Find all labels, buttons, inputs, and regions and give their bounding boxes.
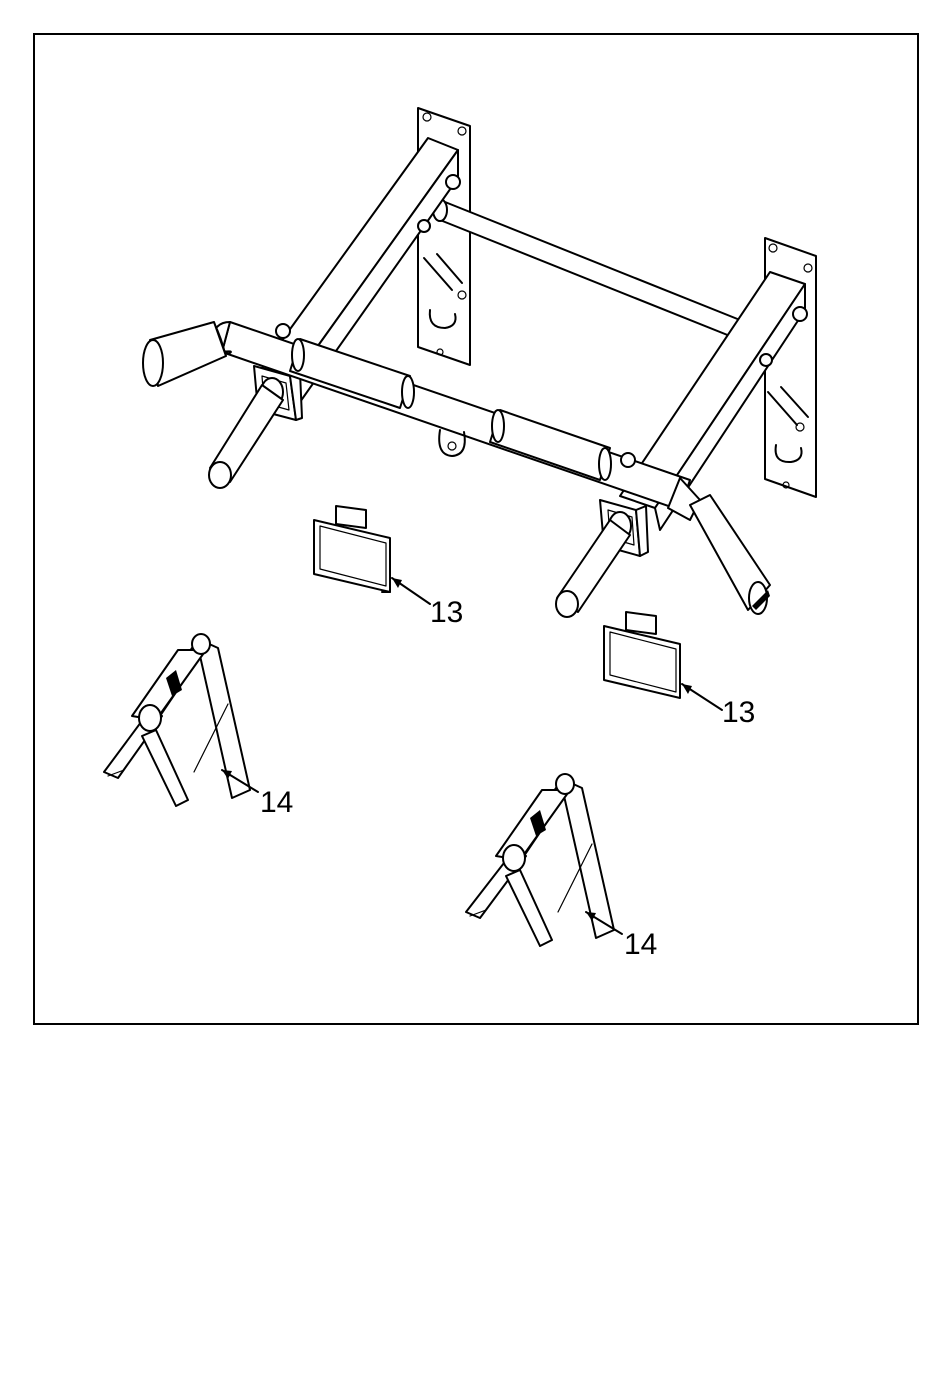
right-bolt (621, 453, 635, 467)
pull-up-bar-assembly (143, 108, 816, 617)
right-lower-handle (556, 520, 630, 617)
figure-frame (34, 34, 918, 1024)
grip-plate-left (314, 506, 430, 604)
push-up-stand-left (104, 634, 258, 806)
callout-label-14-left: 14 (260, 786, 293, 819)
grip-plate-right (604, 612, 722, 710)
left-lower-handle (209, 385, 283, 488)
callout-label-14-right: 14 (624, 928, 657, 961)
callout-label-13-right: 13 (722, 696, 755, 729)
rear-cross-bar (433, 199, 745, 342)
right-upper-handle (668, 478, 770, 614)
left-upper-handle (143, 322, 231, 386)
left-bolt (276, 324, 290, 338)
callout-label-13-left: 13 (430, 596, 463, 629)
push-up-stand-right (466, 774, 622, 946)
